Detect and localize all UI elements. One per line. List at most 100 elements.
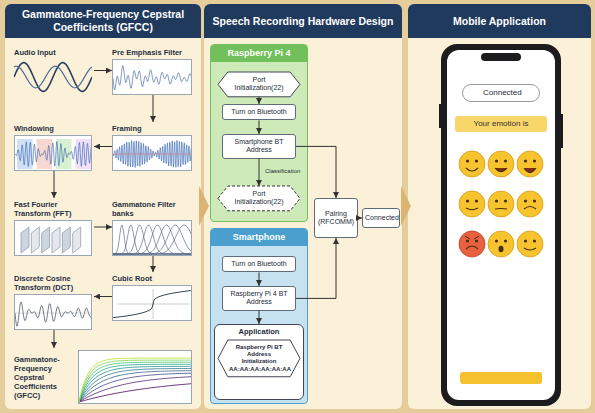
hex-box: Raspberry Pi BT Address InitializationAA… bbox=[218, 340, 300, 377]
flow-arrow bbox=[94, 70, 112, 71]
step-box: Windowing bbox=[14, 122, 94, 171]
emotion-bar: Your emotion is bbox=[455, 116, 547, 132]
picture-stroke bbox=[113, 225, 192, 254]
phone-part bbox=[466, 239, 469, 242]
picture-stroke bbox=[113, 225, 192, 254]
flow-arrow bbox=[259, 120, 260, 134]
node-text: AA:AA:AA:AA:AA:AA bbox=[229, 366, 289, 373]
flow-arrow bbox=[296, 146, 336, 198]
phone-part bbox=[441, 44, 561, 406]
flow-arrow bbox=[259, 311, 260, 324]
picture-stroke bbox=[113, 225, 192, 254]
step-box: Pre Emphasis Filter bbox=[112, 46, 194, 95]
picture-stroke bbox=[42, 227, 50, 253]
node-text: Your emotion is bbox=[458, 119, 544, 129]
hex-box: Port Initialization(22) bbox=[218, 186, 300, 211]
picture-stroke bbox=[113, 290, 192, 317]
node-text: Raspberry Pi BT Address Initialization bbox=[229, 344, 289, 366]
step-picture bbox=[112, 285, 192, 321]
node-text: Discrete Cosine Transform (DCT) bbox=[14, 274, 94, 292]
note-label: Classification bbox=[264, 168, 301, 175]
phone-part bbox=[495, 199, 498, 202]
phone-part bbox=[504, 199, 507, 202]
picture-stroke bbox=[113, 225, 192, 254]
picture-stroke bbox=[15, 302, 92, 326]
phone-part bbox=[495, 168, 507, 172]
phone-part bbox=[504, 239, 507, 242]
flow-arrow bbox=[94, 227, 112, 228]
process-box: Turn on Bluetooth bbox=[222, 256, 296, 272]
flow-arrow bbox=[54, 330, 55, 348]
phone-part bbox=[475, 239, 478, 242]
process-box: Connected bbox=[362, 208, 400, 228]
picture-stroke bbox=[113, 140, 192, 167]
picture-stroke bbox=[31, 227, 39, 253]
step-picture bbox=[14, 220, 92, 256]
flow-arrow bbox=[259, 159, 260, 186]
picture-stroke bbox=[14, 63, 92, 92]
step-picture bbox=[14, 59, 92, 95]
phone-part bbox=[524, 207, 536, 210]
picture-stroke bbox=[79, 368, 192, 402]
flow-arrow bbox=[358, 218, 362, 219]
node-text: Cubic Root bbox=[112, 274, 194, 283]
phone-part bbox=[533, 159, 536, 162]
picture-stroke bbox=[79, 364, 192, 402]
hex-shape bbox=[218, 340, 300, 377]
phone-part bbox=[524, 199, 527, 202]
process-box: Smartphone BT Address bbox=[222, 134, 296, 159]
heading-text: Raspberry Pi 4 bbox=[211, 45, 307, 62]
status-pill: Connected bbox=[462, 84, 540, 102]
phone-part bbox=[495, 208, 507, 210]
step-picture bbox=[14, 294, 92, 330]
flow-arrow bbox=[153, 256, 154, 272]
heading-text: Speech Recording Hardware Design bbox=[204, 4, 402, 38]
flow-arrow bbox=[94, 296, 112, 297]
phone-part bbox=[466, 199, 469, 202]
phone-part bbox=[499, 246, 504, 252]
node-text: Raspberry Pi 4 BT Address bbox=[227, 290, 291, 307]
process-box: Pairing (RFCOMM) bbox=[314, 198, 358, 238]
flow-arrow bbox=[94, 146, 112, 147]
node-text: Application bbox=[217, 327, 301, 336]
node-text: Windowing bbox=[14, 124, 94, 133]
picture-stroke bbox=[21, 227, 29, 253]
panel: Mobile ApplicationConnectedYour emotion … bbox=[408, 4, 591, 409]
flow-arrow bbox=[259, 97, 260, 104]
phone-part bbox=[533, 239, 536, 242]
app-box: ApplicationRaspberry Pi BT Address Initi… bbox=[214, 324, 304, 400]
picture-stroke bbox=[79, 366, 192, 402]
phone-part bbox=[439, 104, 442, 128]
picture-stroke bbox=[113, 225, 192, 254]
node-text: Pre Emphasis Filter bbox=[112, 48, 194, 57]
phone-part bbox=[466, 208, 478, 210]
node-text: Turn on Bluetooth bbox=[227, 260, 291, 268]
phone-part bbox=[460, 372, 542, 384]
phone-part bbox=[475, 199, 478, 202]
phone-part bbox=[495, 159, 498, 162]
phone-part bbox=[517, 231, 543, 257]
phone-part bbox=[524, 239, 527, 242]
step-box: Discrete Cosine Transform (DCT) bbox=[14, 272, 94, 330]
picture-stroke bbox=[79, 362, 192, 402]
phone-part bbox=[495, 239, 498, 242]
phone-part bbox=[524, 168, 536, 173]
phone-part bbox=[517, 151, 543, 177]
panel-chevron bbox=[401, 186, 411, 226]
panel: Speech Recording Hardware DesignRaspberr… bbox=[204, 4, 402, 409]
node-text: Gammatone Filter banks bbox=[112, 200, 194, 218]
node-text: Audio Input bbox=[14, 48, 94, 57]
picture-stroke bbox=[79, 371, 192, 402]
step-box: Framing bbox=[112, 122, 194, 171]
node-text: Smartphone BT Address bbox=[227, 138, 291, 155]
phone-part bbox=[488, 151, 514, 177]
phone-part bbox=[481, 53, 521, 61]
step-picture bbox=[112, 59, 192, 95]
picture-stroke bbox=[14, 66, 92, 88]
step-box: Gammatone Filter banks bbox=[112, 198, 194, 256]
node-text: Connected bbox=[365, 214, 397, 222]
flow-arrow bbox=[54, 171, 55, 198]
